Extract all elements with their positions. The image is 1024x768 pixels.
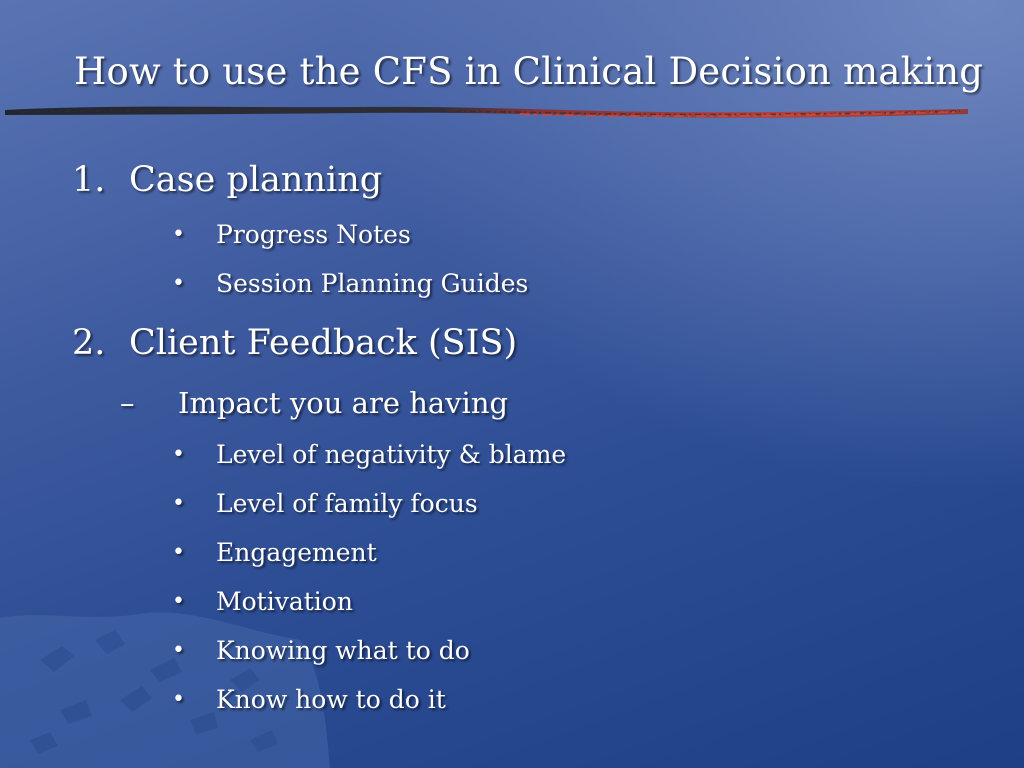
bullet-icon: • — [172, 222, 185, 247]
outline-text: Session Planning Guides — [216, 269, 529, 298]
bullet-icon: • — [172, 687, 185, 712]
bullet-icon: • — [172, 271, 185, 296]
bullet-icon: • — [172, 540, 185, 565]
outline-item-engagement: • Engagement — [172, 538, 672, 572]
outline-item-motivation: • Motivation — [172, 587, 672, 621]
outline-text: Know how to do it — [216, 685, 446, 714]
outline-text: Case planning — [129, 160, 383, 200]
outline-item-progress-notes: • Progress Notes — [172, 220, 672, 254]
slide-title: How to use the CFS in Clinical Decision … — [74, 50, 984, 93]
outline-item-family-focus: • Level of family focus — [172, 489, 672, 523]
scattered-boats-map-icon — [0, 612, 330, 768]
outline-text: Impact you are having — [178, 386, 509, 420]
outline-item-session-planning: • Session Planning Guides — [172, 269, 672, 303]
outline-item-negativity: • Level of negativity & blame — [172, 440, 692, 474]
brush-stroke-divider-icon — [5, 106, 968, 118]
bullet-icon: • — [172, 491, 185, 516]
outline-text: Knowing what to do — [216, 636, 470, 665]
outline-text: Level of family focus — [216, 489, 478, 518]
dash-icon: – — [120, 386, 135, 420]
outline-item-know-how: • Know how to do it — [172, 685, 672, 719]
outline-text: Engagement — [216, 538, 377, 567]
outline-text: Motivation — [216, 587, 353, 616]
bullet-icon: • — [172, 589, 185, 614]
outline-item-client-feedback: 2. Client Feedback (SIS) — [72, 323, 672, 367]
outline-number: 2. — [72, 323, 106, 363]
bullet-icon: • — [172, 638, 185, 663]
outline-item-knowing-what: • Knowing what to do — [172, 636, 672, 670]
outline-text: Progress Notes — [216, 220, 411, 249]
outline-number: 1. — [72, 160, 106, 200]
outline-item-impact: – Impact you are having — [120, 386, 640, 424]
outline-text: Level of negativity & blame — [216, 440, 567, 469]
outline-text: Client Feedback (SIS) — [129, 323, 518, 363]
bullet-icon: • — [172, 442, 185, 467]
outline-item-case-planning: 1. Case planning — [72, 160, 592, 204]
